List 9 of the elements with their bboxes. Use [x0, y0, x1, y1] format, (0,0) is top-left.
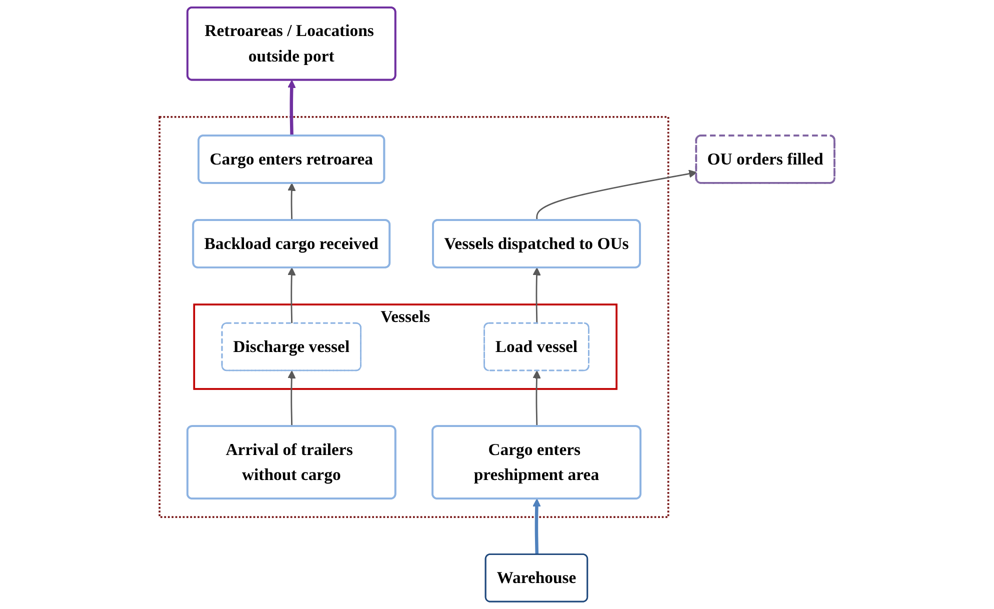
arrow [288, 267, 296, 324]
arrow [288, 182, 296, 220]
arrow [288, 80, 296, 136]
arrow [532, 267, 541, 324]
arrow [532, 370, 541, 427]
arrow [536, 170, 697, 220]
arrow [288, 370, 296, 427]
arrow [532, 498, 541, 555]
cluster [158, 116, 670, 518]
